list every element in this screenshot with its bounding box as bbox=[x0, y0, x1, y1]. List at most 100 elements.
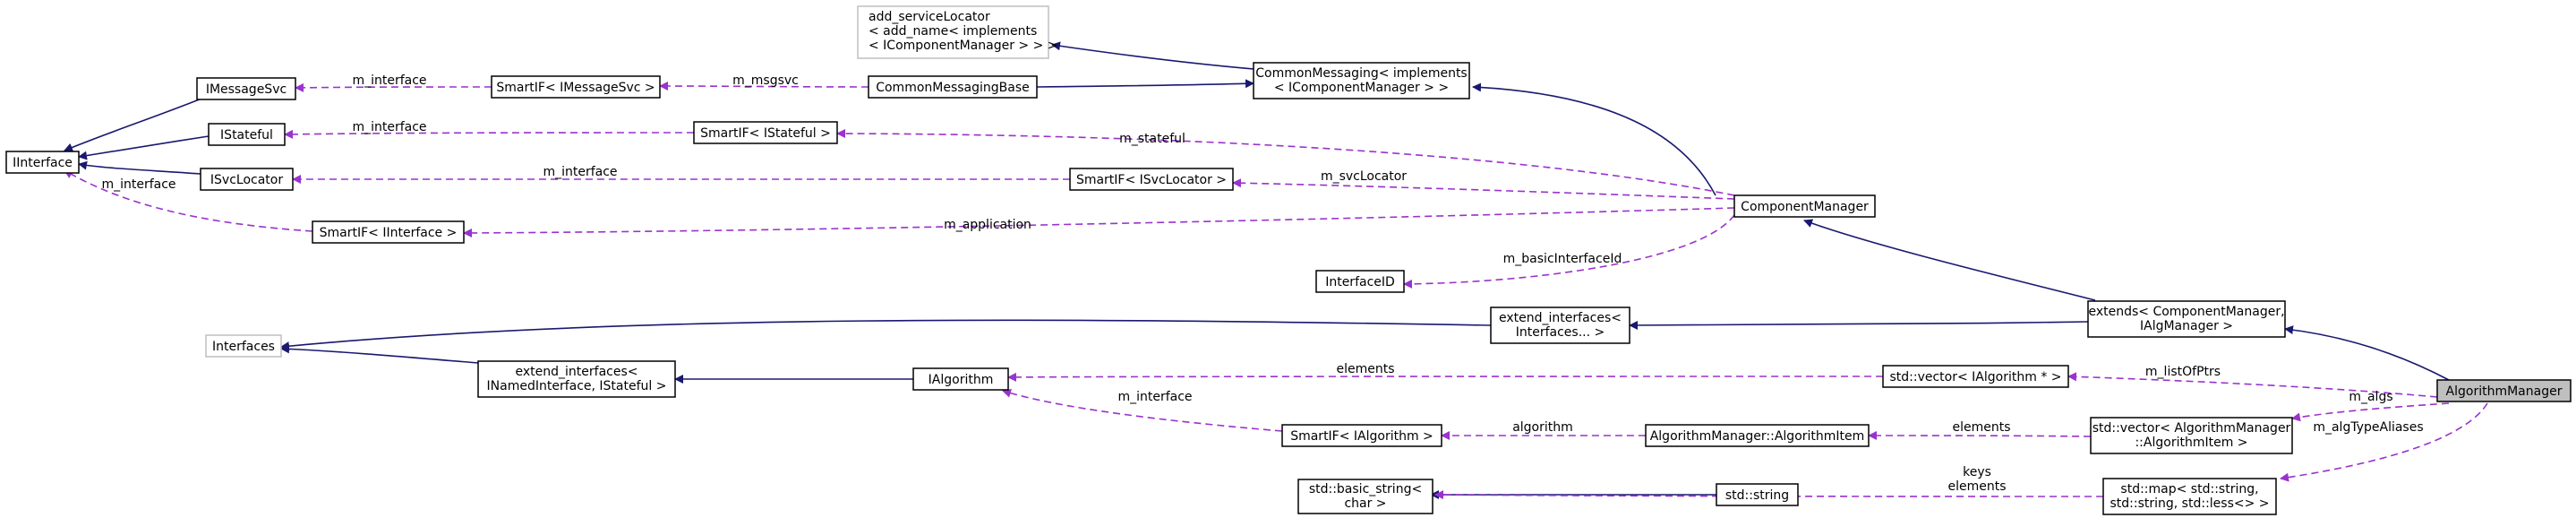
text-line: ::AlgorithmItem > bbox=[2135, 436, 2247, 450]
text-line: m_interface bbox=[352, 73, 426, 88]
edge-label-elements-algorithmitem: elements bbox=[1952, 420, 2010, 435]
edge-componentmanager-to-extends bbox=[1803, 219, 2096, 301]
text-line: std::vector< AlgorithmManager bbox=[2092, 421, 2291, 436]
node-interfaceid[interactable]: InterfaceID bbox=[1315, 270, 1405, 293]
node-algorithmitem[interactable]: AlgorithmManager::AlgorithmItem bbox=[1645, 424, 1870, 447]
svg-text:extend_interfaces<INamedInterf: extend_interfaces<INamedInterface, IStat… bbox=[487, 365, 667, 393]
svg-text:add_serviceLocator< add_name<: add_serviceLocator< add_name< implements… bbox=[869, 10, 1058, 53]
text-line: keys bbox=[1963, 465, 1991, 479]
edge-componentmanager-to-smartif-iinterface bbox=[463, 207, 1735, 237]
text-line: char > bbox=[1344, 496, 1386, 511]
svg-text:IInterface: IInterface bbox=[13, 156, 73, 170]
node-interfaces[interactable]: Interfaces bbox=[205, 334, 282, 358]
node-extend-interfaces-named[interactable]: extend_interfaces<INamedInterface, IStat… bbox=[477, 360, 676, 398]
node-iinterface[interactable]: IInterface bbox=[5, 151, 80, 174]
svg-text:SmartIF< ISvcLocator >: SmartIF< ISvcLocator > bbox=[1076, 173, 1227, 187]
node-smartif-istateful[interactable]: SmartIF< IStateful > bbox=[693, 121, 838, 144]
edge-smartif-iinterface-to-iinterface bbox=[64, 169, 313, 232]
node-extend-interfaces-pack[interactable]: extend_interfaces<Interfaces... > bbox=[1490, 306, 1630, 344]
edge-label-iinterface-m-interface: m_interface bbox=[101, 177, 175, 192]
text-line: SmartIF< IAlgorithm > bbox=[1290, 429, 1433, 444]
text-line: std::string bbox=[1725, 488, 1789, 503]
svg-text:std::string: std::string bbox=[1725, 488, 1789, 503]
node-imessagesvc[interactable]: IMessageSvc bbox=[196, 77, 296, 100]
edge-imessagesvc-to-iinterface bbox=[64, 98, 202, 152]
text-line: m_algTypeAliases bbox=[2313, 420, 2423, 435]
edge-label-elements-ialgorithm: elements bbox=[1336, 362, 1394, 376]
text-line: InterfaceID bbox=[1325, 275, 1395, 289]
edge-label-m-stateful: m_stateful bbox=[1119, 132, 1185, 146]
text-line: m_application bbox=[944, 218, 1031, 232]
node-ialgorithm[interactable]: IAlgorithm bbox=[912, 367, 1009, 391]
edge-label-m-listofptrs: m_listOfPtrs bbox=[2145, 365, 2221, 379]
text-line: m_interface bbox=[1117, 390, 1192, 404]
text-line: AlgorithmManager::AlgorithmItem bbox=[1650, 429, 1865, 444]
edge-label-istateful-m-interface: m_interface bbox=[352, 120, 426, 134]
node-smartif-ialgorithm[interactable]: SmartIF< IAlgorithm > bbox=[1281, 424, 1442, 447]
node-basic-string[interactable]: std::basic_string<char > bbox=[1297, 479, 1433, 514]
edge-commonmessaging-to-componentmanager bbox=[1472, 82, 1716, 196]
edge-algorithmmanager-to-stdmap bbox=[2280, 402, 2488, 482]
text-line: elements bbox=[1336, 362, 1394, 376]
text-line: IStateful bbox=[220, 128, 273, 142]
text-line: m_msgsvc bbox=[732, 73, 799, 88]
node-isvclocator[interactable]: ISvcLocator bbox=[200, 168, 294, 191]
edge-addservicelocator-to-commonmessaging bbox=[1051, 41, 1254, 70]
text-line: m_interface bbox=[352, 120, 426, 134]
node-componentmanager[interactable]: ComponentManager bbox=[1733, 194, 1876, 218]
edge-label-m-msgsvc: m_msgsvc bbox=[732, 73, 799, 88]
text-line: extends< ComponentManager, bbox=[2088, 305, 2284, 319]
svg-text:extends< ComponentManager,IAlg: extends< ComponentManager,IAlgManager > bbox=[2088, 305, 2284, 333]
svg-text:SmartIF< IInterface >: SmartIF< IInterface > bbox=[320, 226, 458, 240]
text-line: IAlgorithm bbox=[929, 373, 994, 387]
node-std-map[interactable]: std::map< std::string,std::string, std::… bbox=[2102, 478, 2277, 515]
node-std-string[interactable]: std::string bbox=[1716, 483, 1799, 506]
text-line: std::map< std::string, bbox=[2120, 482, 2258, 496]
edge-label-isvclocator-m-interface: m_interface bbox=[543, 165, 617, 179]
edge-labels: m_interface m_interface m_interface m_in… bbox=[101, 73, 2423, 494]
edge-smartif-istateful-to-istateful bbox=[284, 129, 695, 139]
text-line: algorithm bbox=[1512, 420, 1573, 435]
text-line: elements bbox=[1947, 479, 2006, 494]
node-vector-ialgorithm[interactable]: std::vector< IAlgorithm * > bbox=[1882, 365, 2069, 388]
node-add-servicelocator[interactable]: add_serviceLocator< add_name< implements… bbox=[857, 5, 1058, 59]
text-line: m_interface bbox=[101, 177, 175, 192]
text-line: m_stateful bbox=[1119, 132, 1185, 146]
text-line: ISvcLocator bbox=[210, 173, 283, 187]
text-line: extend_interfaces< bbox=[1499, 311, 1622, 325]
node-algorithmmanager[interactable]: AlgorithmManager bbox=[2436, 379, 2572, 402]
edge-label-imessagesvc-m-interface: m_interface bbox=[352, 73, 426, 88]
node-commonmessagingbase[interactable]: CommonMessagingBase bbox=[868, 75, 1038, 99]
text-line: std::vector< IAlgorithm * > bbox=[1889, 370, 2061, 384]
text-line: SmartIF< ISvcLocator > bbox=[1076, 173, 1227, 187]
text-line: m_svcLocator bbox=[1321, 169, 1407, 184]
node-smartif-imessagesvc[interactable]: SmartIF< IMessageSvc > bbox=[491, 75, 661, 99]
text-line: ComponentManager bbox=[1741, 200, 1869, 214]
edge-componentmanager-to-interfaceid bbox=[1403, 214, 1735, 289]
edge-label-ialgorithm-m-interface: m_interface bbox=[1117, 390, 1192, 404]
edge-extends-to-algorithmmanager bbox=[2284, 325, 2450, 381]
node-smartif-iinterface[interactable]: SmartIF< IInterface > bbox=[312, 220, 465, 244]
svg-text:std::vector< IAlgorithm * >: std::vector< IAlgorithm * > bbox=[1889, 370, 2061, 384]
text-line: < IComponentManager > > > bbox=[869, 39, 1058, 53]
text-line: < IComponentManager > > bbox=[1274, 81, 1449, 95]
node-extends-componentmanager[interactable]: extends< ComponentManager,IAlgManager > bbox=[2087, 300, 2286, 338]
node-istateful[interactable]: IStateful bbox=[208, 123, 286, 146]
edge-algorithmmanager-to-vectoralgorithmitem bbox=[2291, 402, 2450, 422]
svg-text:SmartIF< IMessageSvc >: SmartIF< IMessageSvc > bbox=[496, 81, 655, 95]
text-line: AlgorithmManager bbox=[2446, 384, 2563, 399]
edge-extendinterfacespack-to-extends bbox=[1629, 320, 2089, 330]
node-vector-algorithmitem[interactable]: std::vector< AlgorithmManager::Algorithm… bbox=[2090, 417, 2293, 454]
edge-interfaces-to-extendinterfacespack bbox=[280, 319, 1492, 351]
svg-text:SmartIF< IAlgorithm >: SmartIF< IAlgorithm > bbox=[1290, 429, 1433, 444]
node-commonmessaging[interactable]: CommonMessaging< implements< IComponentM… bbox=[1253, 62, 1470, 99]
text-line: IInterface bbox=[13, 156, 73, 170]
svg-text:Interfaces: Interfaces bbox=[212, 340, 275, 354]
svg-text:extend_interfaces<Interfaces..: extend_interfaces<Interfaces... > bbox=[1499, 311, 1622, 340]
edge-componentmanager-to-smartif-isvclocator bbox=[1232, 178, 1735, 200]
node-smartif-isvclocator[interactable]: SmartIF< ISvcLocator > bbox=[1069, 168, 1234, 191]
svg-text:CommonMessagingBase: CommonMessagingBase bbox=[876, 81, 1030, 95]
text-line: add_serviceLocator bbox=[869, 10, 990, 24]
edge-istateful-to-iinterface bbox=[78, 135, 210, 160]
